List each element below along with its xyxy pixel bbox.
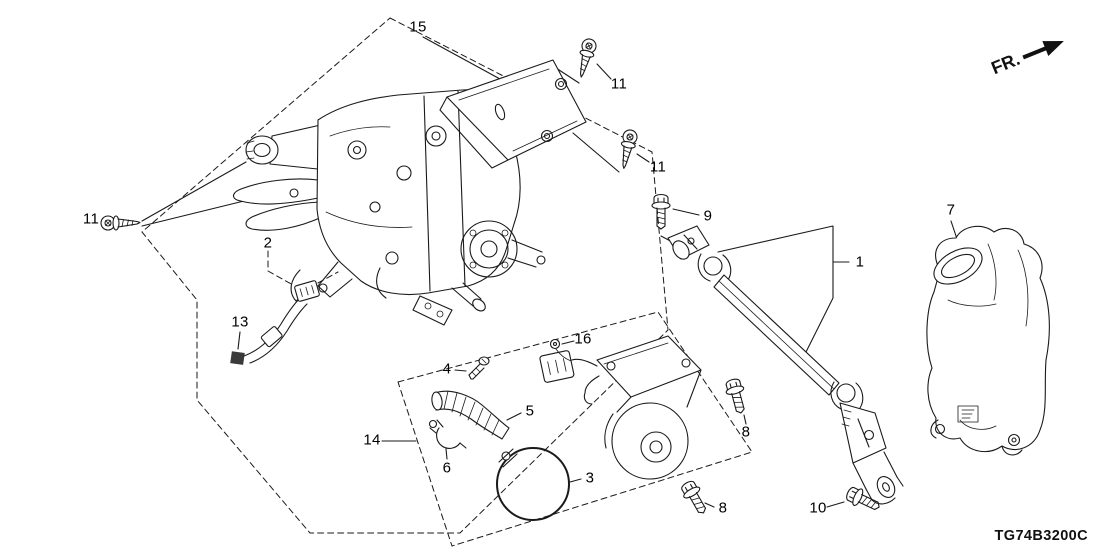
- callout-8-lower: 8: [718, 499, 728, 517]
- callout-9: 9: [703, 207, 713, 225]
- fr-arrow-icon: [1022, 40, 1064, 59]
- fr-direction-indicator: FR.: [988, 31, 1067, 79]
- bolt-9: [651, 193, 671, 230]
- callout-16: 16: [574, 330, 592, 348]
- bolt-8-upper: [722, 376, 751, 416]
- eps-motor-assembly: [539, 335, 702, 480]
- callout-13: 13: [231, 313, 249, 331]
- callout-1: 1: [855, 253, 865, 271]
- hose-5: [431, 390, 510, 440]
- intermediate-shaft-1: [667, 225, 904, 505]
- bolt-10: [843, 483, 884, 516]
- callout-3: 3: [585, 469, 595, 487]
- clamp-6: [428, 419, 467, 449]
- callout-5: 5: [525, 402, 535, 420]
- callout-6: 6: [442, 459, 452, 477]
- diagram-code: TG74B3200C: [994, 528, 1088, 544]
- screw-11-mid: [615, 128, 639, 171]
- callout-7: 7: [946, 201, 956, 219]
- callout-2: 2: [263, 234, 273, 252]
- steering-column-assembly: [232, 89, 546, 326]
- leader-lines: [141, 36, 958, 508]
- callout-10: 10: [809, 499, 827, 517]
- assembly-boundary-14: [397, 311, 753, 547]
- callout-8-upper: 8: [741, 423, 751, 441]
- top-mount-bracket: [439, 59, 587, 169]
- column-cover-7: [926, 225, 1050, 456]
- callout-11-mid: 11: [649, 158, 667, 176]
- screw-11-top: [573, 36, 599, 80]
- callout-15: 15: [409, 18, 427, 36]
- grommet-16: [549, 338, 572, 362]
- callout-11-top: 11: [610, 75, 628, 93]
- callout-14: 14: [363, 431, 381, 449]
- screw-11-left: [100, 215, 141, 231]
- harness-2-connector-13: [230, 280, 320, 365]
- callout-11-left: 11: [82, 210, 100, 228]
- bolt-8-lower: [677, 477, 712, 518]
- screw-4: [468, 356, 490, 380]
- harness-2-dashed-leader: [267, 250, 339, 286]
- callout-4: 4: [442, 360, 452, 378]
- ring-3: [496, 447, 570, 521]
